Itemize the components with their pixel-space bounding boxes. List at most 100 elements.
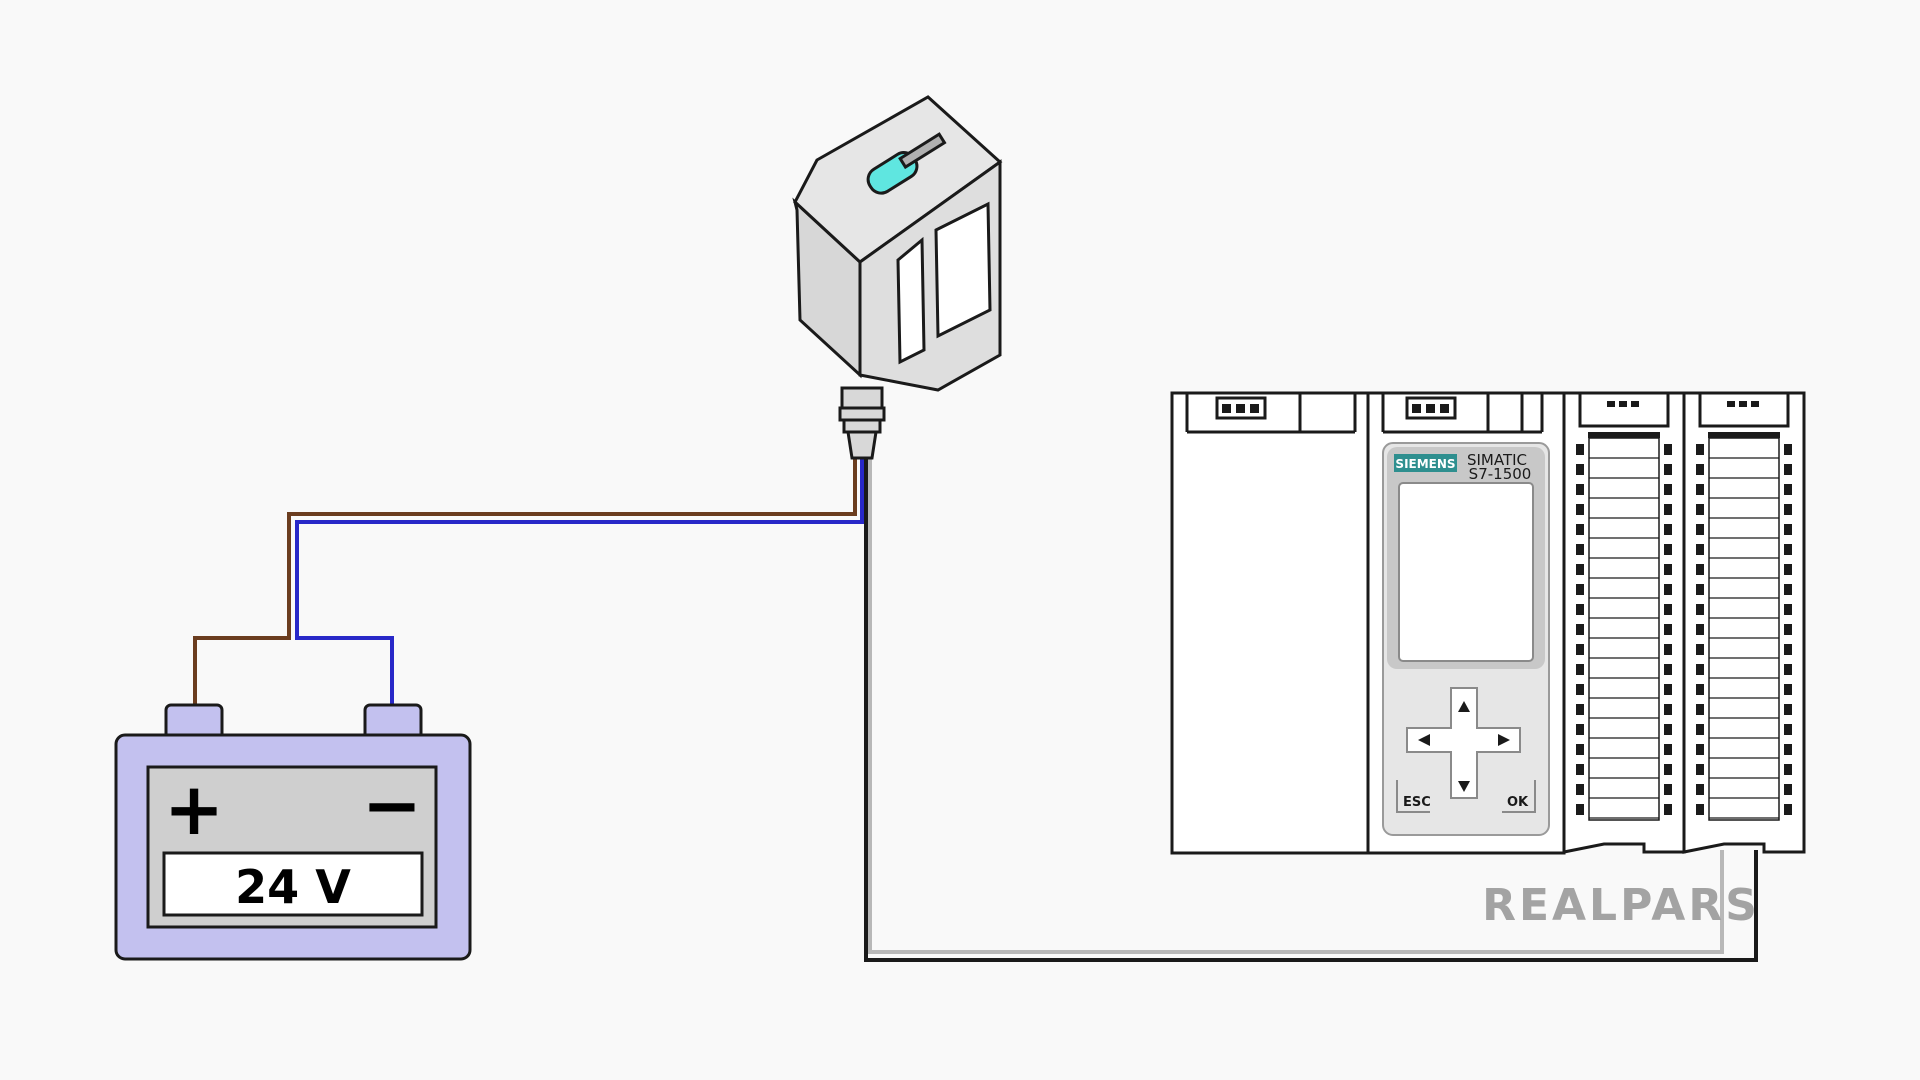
battery: + − 24 V	[114, 703, 472, 961]
terminal-right	[1664, 744, 1672, 755]
terminal-left	[1576, 564, 1584, 575]
terminal-left	[1696, 484, 1704, 495]
terminal-right	[1664, 784, 1672, 795]
terminal-right	[1664, 704, 1672, 715]
terminal-right	[1784, 804, 1792, 815]
terminal-left	[1576, 684, 1584, 695]
logo-text: REALPARS	[1482, 880, 1760, 931]
up-arrow-icon[interactable]	[1458, 701, 1470, 712]
grey-wire	[868, 458, 1724, 954]
terminal-right	[1784, 504, 1792, 515]
signal-status-led	[1619, 401, 1627, 407]
terminal-left	[1696, 704, 1704, 715]
signal-module-2	[1682, 391, 1806, 854]
terminal-left	[1696, 764, 1704, 775]
terminal-block	[1588, 437, 1660, 821]
signal-status-led	[1739, 401, 1747, 407]
terminal-right	[1784, 784, 1792, 795]
terminal-left	[1576, 704, 1584, 715]
terminal-left	[1576, 624, 1584, 635]
signal-module-top-frame	[1578, 393, 1670, 428]
voltage-label: 24 V	[235, 860, 351, 914]
ok-button[interactable]	[1502, 780, 1536, 813]
terminal-right	[1664, 724, 1672, 735]
terminal-right	[1664, 444, 1672, 455]
terminal-right	[1664, 644, 1672, 655]
right-arrow-icon[interactable]	[1498, 734, 1510, 746]
terminal-left	[1696, 804, 1704, 815]
terminal-left	[1576, 744, 1584, 755]
terminal-left	[1576, 524, 1584, 535]
terminal-right	[1664, 564, 1672, 575]
plc-rack: SIEMENS SIMATIC S7-1500 ESC OK	[1170, 391, 1806, 855]
esc-button[interactable]	[1396, 780, 1430, 813]
terminal-right	[1664, 664, 1672, 675]
terminal-left	[1696, 684, 1704, 695]
terminal-left	[1696, 504, 1704, 515]
terminal-right	[1784, 604, 1792, 615]
siemens-badge-text: SIEMENS	[1395, 457, 1455, 471]
terminal-left	[1696, 724, 1704, 735]
sensor-top-slot	[898, 132, 947, 170]
terminal-right	[1784, 584, 1792, 595]
terminal-right	[1784, 544, 1792, 555]
terminal-left	[1576, 504, 1584, 515]
terminal-right	[1664, 504, 1672, 515]
esc-label: ESC	[1403, 795, 1431, 810]
signal-module-top-frame	[1698, 393, 1790, 428]
terminal-right	[1784, 444, 1792, 455]
signal-module-1	[1562, 391, 1686, 854]
terminal-left	[1696, 564, 1704, 575]
down-arrow-icon[interactable]	[1458, 781, 1470, 792]
signal-status-led	[1607, 401, 1615, 407]
terminal-left	[1576, 584, 1584, 595]
terminal-left	[1696, 664, 1704, 675]
terminal-right	[1664, 544, 1672, 555]
terminal-right	[1784, 744, 1792, 755]
power-supply-module	[1170, 391, 1370, 855]
signal-status-led	[1631, 401, 1639, 407]
connector-top-bar	[1708, 432, 1780, 438]
plus-symbol: +	[164, 767, 224, 851]
terminal-left	[1696, 624, 1704, 635]
terminal-right	[1664, 764, 1672, 775]
terminal-right	[1784, 764, 1792, 775]
sensor-connector-tip	[846, 430, 878, 460]
siemens-badge	[1394, 454, 1457, 472]
cpu-display-screen	[1398, 482, 1534, 662]
terminal-left	[1576, 764, 1584, 775]
terminal-right	[1664, 464, 1672, 475]
ok-label: OK	[1507, 795, 1529, 810]
terminal-left	[1696, 584, 1704, 595]
left-arrow-icon[interactable]	[1418, 734, 1430, 746]
sensor-connector-ring	[842, 418, 882, 434]
terminal-left	[1696, 464, 1704, 475]
terminal-right	[1664, 524, 1672, 535]
sensor-receiver-lens	[896, 236, 926, 365]
sensor-emitter-lens	[934, 201, 992, 339]
terminal-left	[1696, 744, 1704, 755]
terminal-right	[1664, 484, 1672, 495]
terminal-left	[1576, 664, 1584, 675]
terminal-right	[1784, 724, 1792, 735]
navigation-pad	[1406, 687, 1521, 799]
terminal-left	[1696, 604, 1704, 615]
terminal-left	[1576, 444, 1584, 455]
terminal-left	[1576, 604, 1584, 615]
terminal-left	[1696, 524, 1704, 535]
blue-wire	[295, 458, 864, 708]
signal-status-led	[1727, 401, 1735, 407]
wires	[193, 458, 1758, 962]
black-wire	[864, 458, 1758, 962]
terminal-right	[1784, 524, 1792, 535]
terminal-right	[1784, 464, 1792, 475]
terminal-right	[1784, 684, 1792, 695]
terminal-left	[1576, 484, 1584, 495]
terminal-right	[1664, 804, 1672, 815]
voltage-box	[162, 851, 424, 917]
terminal-left	[1576, 724, 1584, 735]
connector-top-bar	[1588, 432, 1660, 438]
terminal-right	[1784, 484, 1792, 495]
terminal-right	[1664, 584, 1672, 595]
